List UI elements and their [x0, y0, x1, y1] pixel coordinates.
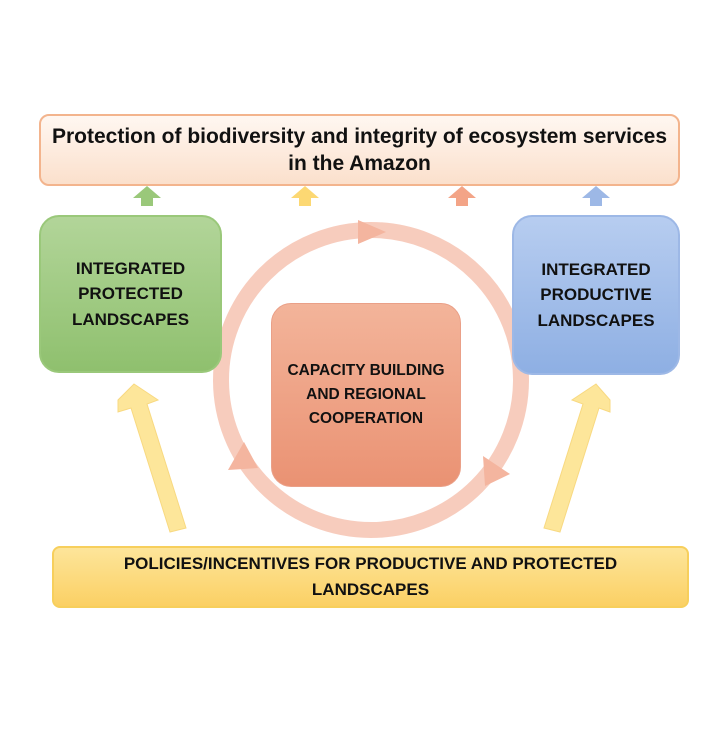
capacity-box-line2: AND REGIONAL	[306, 385, 426, 403]
orange-up-arrow	[448, 186, 476, 206]
cycle-arrowhead-top	[358, 220, 386, 244]
blue-up-arrow	[582, 186, 610, 206]
capacity-box-line3: COOPERATION	[308, 410, 424, 427]
small-up-arrows	[133, 186, 610, 206]
cycle-arrowhead-right	[483, 456, 510, 486]
cycle-ring	[213, 220, 529, 538]
protected-box-line3: LANDSCAPES	[71, 309, 190, 329]
goal-banner-line2: in the Amazon	[288, 152, 431, 175]
right-big-arrow	[543, 383, 611, 533]
policies-banner: POLICIES/INCENTIVES FOR PRODUCTIVE AND P…	[52, 546, 689, 608]
productive-box-line1: INTEGRATED	[541, 259, 651, 279]
protected-landscapes-box: INTEGRATED PROTECTED LANDSCAPES	[39, 215, 222, 373]
big-up-arrows	[117, 383, 611, 533]
goal-banner-line1: Protection of biodiversity and integrity…	[51, 124, 668, 148]
protected-box-line2: PROTECTED	[78, 284, 183, 304]
left-big-arrow	[117, 383, 187, 533]
productive-box-line3: LANDSCAPES	[537, 310, 655, 330]
capacity-building-box: CAPACITY BUILDING AND REGIONAL COOPERATI…	[271, 303, 461, 487]
protected-box-line1: INTEGRATED	[75, 258, 186, 278]
green-up-arrow	[133, 186, 161, 206]
policies-banner-line1: POLICIES/INCENTIVES FOR PRODUCTIVE AND P…	[123, 553, 618, 573]
capacity-box-line1: CAPACITY BUILDING	[287, 361, 445, 379]
productive-box-line2: PRODUCTIVE	[540, 285, 652, 305]
goal-banner: Protection of biodiversity and integrity…	[39, 114, 680, 186]
cycle-arrowhead-left	[228, 442, 258, 470]
policies-banner-line2: LANDSCAPES	[311, 580, 430, 599]
yellow-up-arrow	[291, 186, 319, 206]
productive-landscapes-box: INTEGRATED PRODUCTIVE LANDSCAPES	[512, 215, 680, 375]
